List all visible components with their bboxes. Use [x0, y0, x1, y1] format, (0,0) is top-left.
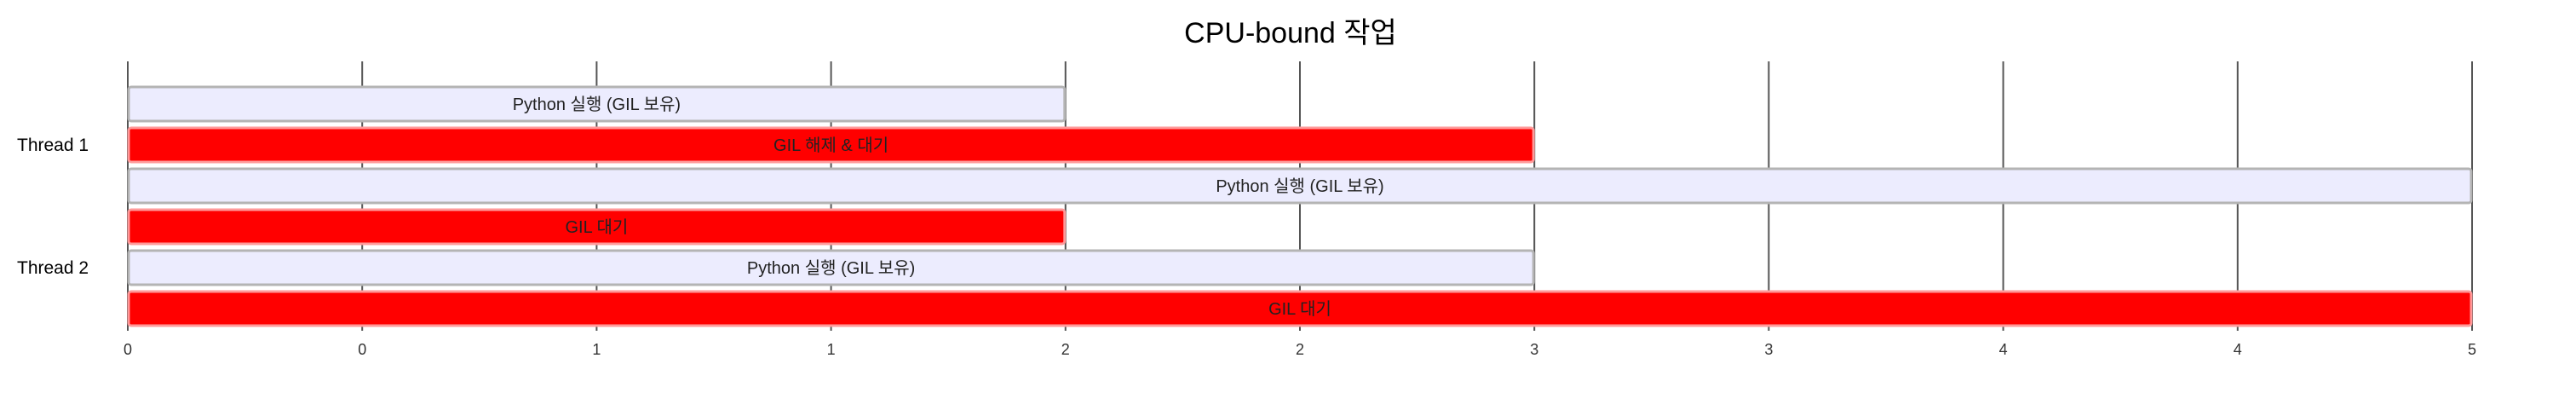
gil-hold-bar — [127, 249, 1535, 286]
x-tick-label: 4 — [2234, 341, 2242, 358]
x-tick-label: 3 — [1530, 341, 1538, 358]
bar-label: GIL 대기 — [1268, 299, 1331, 319]
gil-hold-bar — [127, 167, 2473, 205]
x-tick-label: 2 — [1061, 341, 1070, 358]
gil-wait-bar — [127, 126, 1535, 164]
row-labels: Thread 1 Thread 2 — [17, 136, 89, 278]
row-label: Thread 2 — [17, 258, 89, 278]
bar-label: GIL 해제 & 대기 — [773, 136, 888, 155]
gil-hold-bar — [127, 85, 1067, 123]
x-tick-label: 3 — [1764, 341, 1773, 358]
x-tick-label: 5 — [2468, 341, 2476, 358]
bar-label: Python 실행 (GIL 보유) — [513, 95, 681, 114]
x-tick-label: 0 — [358, 341, 366, 358]
x-axis-ticks: 0 0 1 1 2 2 3 3 4 4 5 — [124, 341, 2476, 358]
gil-wait-bar — [127, 208, 1067, 246]
bar-label: Python 실행 (GIL 보유) — [747, 258, 915, 278]
x-tick-label: 1 — [827, 341, 836, 358]
x-tick-label: 1 — [592, 341, 601, 358]
chart-bars: Python 실행 (GIL 보유) GIL 해제 & 대기 Python 실행 (… — [127, 85, 2473, 327]
x-tick-label: 0 — [124, 341, 132, 358]
gil-wait-bar — [127, 290, 2473, 327]
bar-label: Python 실행 (GIL 보유) — [1216, 176, 1383, 196]
row-label: Thread 1 — [17, 136, 89, 155]
chart-title: CPU-bound 작업 — [1184, 17, 1397, 49]
bar-label: GIL 대기 — [565, 217, 628, 237]
x-tick-label: 4 — [1999, 341, 2008, 358]
x-tick-label: 2 — [1296, 341, 1304, 358]
